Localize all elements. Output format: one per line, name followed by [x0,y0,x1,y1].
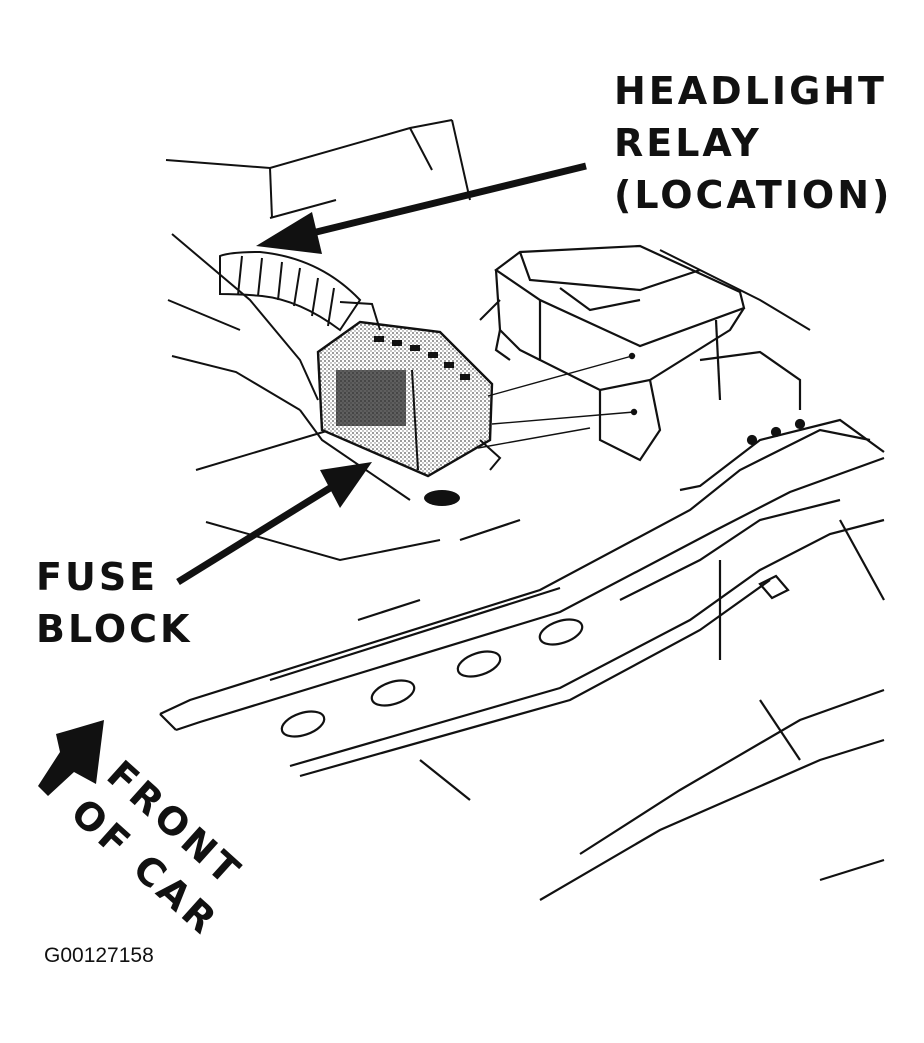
fuse-block-callout: FUSE BLOCK [36,558,192,662]
fastener-icon [424,490,460,506]
callout-line: HEADLIGHT [614,69,887,113]
callout-line: RELAY [614,121,762,165]
harness-bundle [219,250,362,332]
front-of-car-arrow-icon [38,720,104,796]
headlight-relay-callout: HEADLIGHT RELAY (LOCATION) [614,72,892,228]
callout-line: BLOCK [36,607,193,651]
figure-id: G00127158 [44,944,154,967]
dashboard-outline [165,119,811,562]
mounting-guides [477,352,638,449]
floor-pan [159,418,885,901]
fuse-block-leader-arrow [176,462,372,585]
relay-bracket [494,244,802,462]
callout-line: (LOCATION) [614,173,893,217]
headlight-relay-leader-arrow [256,162,587,254]
callout-line: FUSE [36,555,159,599]
fuse-block-drawing [316,301,502,506]
